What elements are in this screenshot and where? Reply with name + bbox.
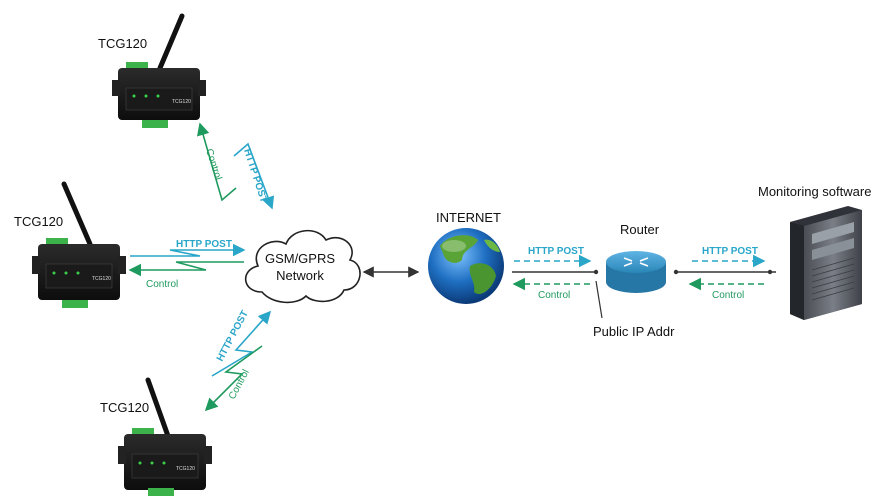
router-icon — [606, 251, 666, 293]
cloud-label-line1: GSM/GPRS — [264, 251, 336, 266]
control-label: Control — [146, 279, 178, 290]
device-label-bottom: TCG120 — [100, 400, 150, 415]
link-top-device: HTTP POST Control — [196, 122, 275, 210]
device-label-left: TCG120 — [14, 214, 64, 229]
http-post-arrow — [130, 243, 246, 257]
tcg120-device-bottom: TCG120 — [118, 377, 212, 496]
public-ip-pointer — [595, 280, 603, 319]
http-post-arrow — [211, 310, 272, 377]
internet-globe-icon — [428, 228, 504, 304]
link-router-server: HTTP POST Control — [673, 246, 776, 301]
tcg120-device-left: TCG120 — [32, 181, 126, 308]
tcg120-device-top: TCG120 — [112, 13, 206, 128]
http-post-label: HTTP POST — [702, 246, 758, 257]
gsm-gprs-cloud — [244, 229, 361, 304]
http-post-label: HTTP POST — [176, 239, 232, 250]
http-post-label: HTTP POST — [241, 148, 269, 205]
http-post-arrow — [233, 142, 275, 210]
control-arrow — [128, 261, 244, 277]
cloud-label: GSM/GPRS Network — [258, 250, 342, 284]
internet-label: INTERNET — [436, 210, 501, 225]
cloud-label-line2: Network — [276, 268, 324, 283]
control-arrow — [196, 122, 237, 202]
link-bottom-device: HTTP POST Control — [204, 309, 272, 412]
control-label: Control — [203, 148, 223, 182]
device-panel-text: TCG120 — [176, 466, 195, 472]
control-label: Control — [538, 290, 570, 301]
monitoring-software-label: Monitoring software — [758, 184, 872, 199]
control-arrow — [204, 345, 263, 412]
link-internet-router: HTTP POST Control — [512, 246, 603, 319]
router-label: Router — [620, 222, 660, 237]
device-label-top: TCG120 — [98, 36, 148, 51]
server-tower-icon — [790, 206, 862, 320]
control-label: Control — [712, 290, 744, 301]
device-panel-text: TCG120 — [92, 276, 111, 282]
public-ip-label: Public IP Addr — [593, 324, 675, 339]
link-left-device: HTTP POST Control — [128, 239, 246, 290]
http-post-label: HTTP POST — [528, 246, 584, 257]
terminal-block-top — [126, 62, 148, 70]
device-panel-text: TCG120 — [172, 99, 191, 105]
